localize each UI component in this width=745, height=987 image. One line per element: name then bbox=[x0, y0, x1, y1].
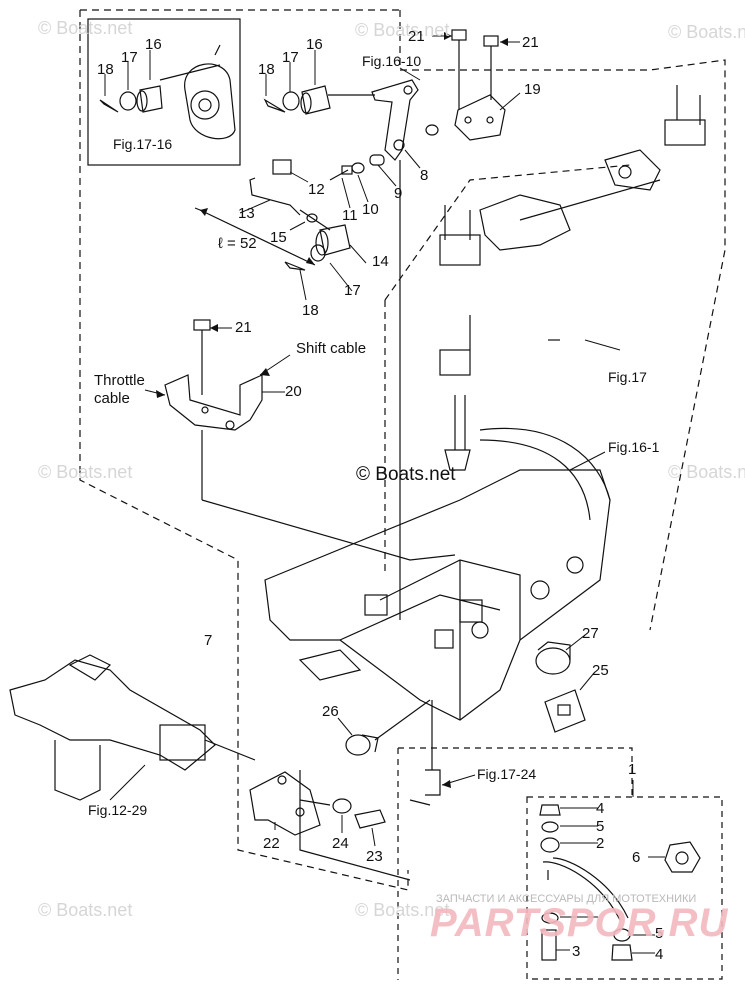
part-number: 22 bbox=[263, 835, 280, 852]
part-number: 24 bbox=[332, 835, 349, 852]
part-number: 18 bbox=[97, 61, 114, 78]
part-number: 18 bbox=[302, 302, 319, 319]
part-number: 21 bbox=[235, 319, 252, 336]
part-number: 7 bbox=[204, 632, 213, 649]
part-number: 12 bbox=[308, 181, 325, 198]
shop-brand-logo: PARTSPOR.RU bbox=[430, 901, 729, 945]
group-1-box bbox=[526, 796, 723, 980]
part-number: 3 bbox=[572, 943, 581, 960]
part-number: 25 bbox=[592, 662, 609, 679]
part-number: 23 bbox=[366, 848, 383, 865]
watermark: © Boats.net bbox=[38, 462, 133, 482]
part-number: 18 bbox=[258, 61, 275, 78]
part-number: 2 bbox=[596, 835, 605, 852]
part-number: 26 bbox=[322, 703, 339, 720]
part-number: 9 bbox=[394, 185, 403, 202]
part-number: 1 bbox=[628, 761, 637, 778]
part-number: 5 bbox=[596, 818, 605, 835]
part-number: 16 bbox=[306, 36, 323, 53]
part-number: 27 bbox=[582, 625, 599, 642]
figure-ref-17: Fig.17 bbox=[608, 369, 647, 385]
part-number: 17 bbox=[282, 49, 299, 66]
figure-ref-17-24: Fig.17-24 bbox=[477, 766, 537, 782]
part-number: 17 bbox=[344, 282, 361, 299]
watermark: © Boats.net bbox=[355, 900, 450, 920]
throttle-cable-label: Throttle bbox=[94, 372, 145, 389]
watermark: © Boats.net bbox=[668, 462, 745, 482]
figure-ref-16-10: Fig.16-10 bbox=[362, 53, 422, 69]
shop-tagline: ЗАПЧАСТИ И АКСЕССУАРЫ ДЛЯ МОТОТЕХНИКИ bbox=[436, 893, 697, 905]
copyright-text: © Boats.net bbox=[356, 464, 456, 485]
group-7-outline bbox=[79, 10, 409, 891]
part-number: 10 bbox=[362, 201, 379, 218]
part-number: 4 bbox=[596, 800, 605, 817]
part-number: 21 bbox=[408, 28, 425, 45]
part-number: 21 bbox=[522, 34, 539, 51]
figure-ref-12-29: Fig.12-29 bbox=[88, 802, 148, 818]
figure-ref-16-1: Fig.16-1 bbox=[608, 439, 660, 455]
part-number: 13 bbox=[238, 205, 255, 222]
length-label: ℓ = 52 bbox=[218, 235, 257, 252]
part-number: 4 bbox=[655, 946, 664, 963]
inset-box bbox=[87, 18, 241, 166]
part-number: 11 bbox=[342, 207, 358, 224]
part-number: 8 bbox=[420, 167, 429, 184]
part-number: 14 bbox=[372, 253, 389, 270]
watermark: © Boats.net bbox=[355, 20, 450, 40]
part-number: 6 bbox=[632, 849, 641, 866]
shift-cable-label: Shift cable bbox=[296, 340, 367, 357]
watermark: © Boats.net bbox=[668, 22, 745, 42]
part-number: 5 bbox=[655, 925, 664, 942]
part-number: 19 bbox=[524, 81, 541, 98]
figure-ref-17-16: Fig.17-16 bbox=[113, 136, 173, 152]
part-number: 15 bbox=[270, 229, 287, 246]
throttle-cable-label-2: cable bbox=[94, 390, 130, 407]
part-number: 17 bbox=[121, 49, 138, 66]
part-number: 16 bbox=[145, 36, 162, 53]
watermark: © Boats.net bbox=[38, 900, 133, 920]
watermark: © Boats.net bbox=[38, 18, 133, 38]
part-number: 20 bbox=[285, 383, 302, 400]
